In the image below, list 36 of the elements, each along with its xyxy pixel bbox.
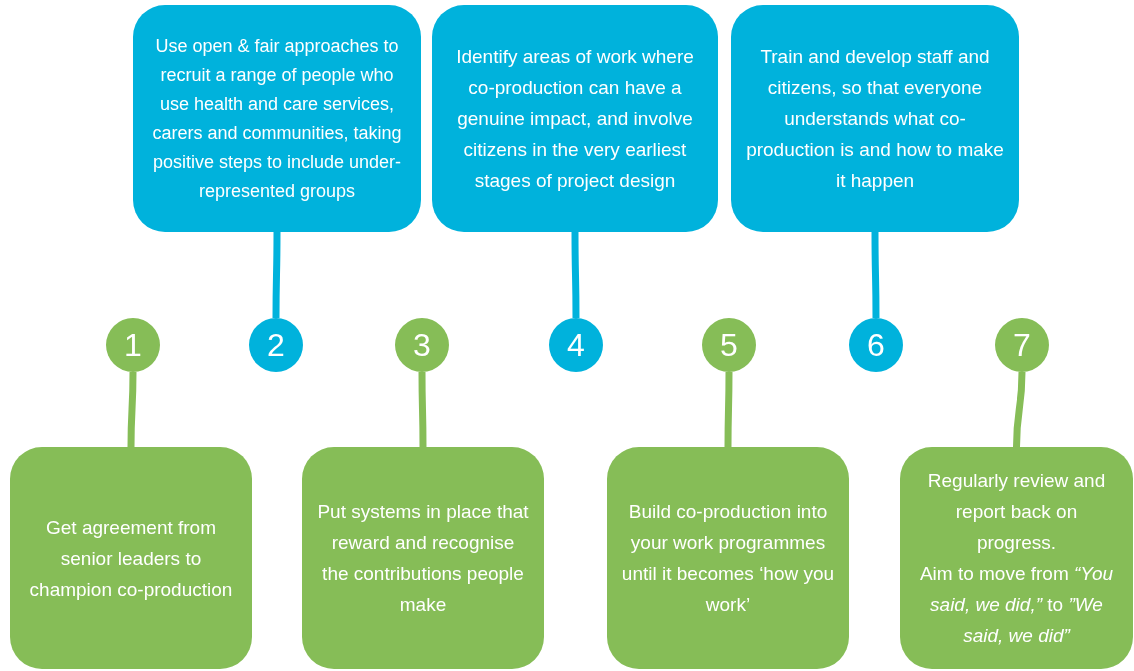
step-text: Use open & fair approaches to recruit a range of people who use health and care services, carers and communities, taking positive steps to include under-represented groups <box>151 34 403 203</box>
step-text: Get agreement from senior leaders to champion co-production <box>28 515 234 602</box>
step-number-circle <box>395 318 449 372</box>
connector-stem <box>724 372 733 447</box>
connector-stem <box>1013 371 1026 448</box>
connector-stem <box>272 232 281 318</box>
callout-box <box>731 5 1019 232</box>
step-number: 6 <box>867 327 885 363</box>
step-number-circle <box>249 318 303 372</box>
callout-box <box>432 5 718 232</box>
step-number-circle <box>106 318 160 372</box>
step-number: 7 <box>1013 327 1031 363</box>
callout-box <box>302 447 544 669</box>
callout-box <box>900 447 1133 669</box>
step-text: Train and develop staff and citizens, so that everyone understands what co-production is and how to make it happen <box>745 45 1005 193</box>
step-number: 3 <box>413 327 431 363</box>
step-text: Identify areas of work where co-production can have a genuine impact, and involve citizens in the very earliest stages of project design <box>455 45 695 193</box>
step-number: 5 <box>720 327 738 363</box>
step-number: 2 <box>267 327 285 363</box>
connector-stem <box>571 232 580 318</box>
connector-stem <box>418 372 427 447</box>
connector-stem <box>871 232 880 318</box>
callout-box <box>133 5 421 232</box>
step-text: Build co-production into your work programmes until it becomes ‘how you work’ <box>621 500 835 617</box>
step-text: Aim to move from “You said, we did,” to ”We said, we did” <box>918 562 1115 648</box>
step-number: 1 <box>124 327 142 363</box>
connector-stem <box>127 372 137 447</box>
step-text: Put systems in place that reward and recognise the contributions people make <box>316 500 530 617</box>
step-number-circle <box>849 318 903 372</box>
step-number-circle <box>549 318 603 372</box>
step-number: 4 <box>567 327 585 363</box>
step-text: Regularly review and report back on progress. <box>926 469 1107 555</box>
step-number-circle <box>702 318 756 372</box>
callout-box <box>10 447 252 669</box>
callout-box <box>607 447 849 669</box>
step-number-circle <box>995 318 1049 372</box>
